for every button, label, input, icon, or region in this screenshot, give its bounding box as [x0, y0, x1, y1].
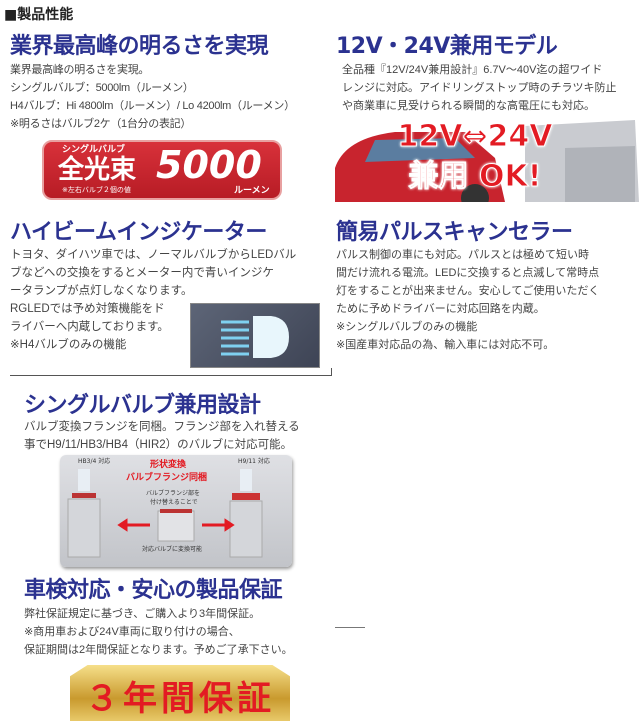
warranty-title: 車検対応・安心の製品保証	[24, 578, 283, 603]
badge-number: 5000	[156, 143, 262, 187]
bulbs-and-arrows-icon	[67, 469, 263, 558]
single-title: シングルバルブ兼用設計	[24, 393, 261, 418]
high-beam-icon	[221, 316, 289, 358]
badge-note: ※左右バルブ２個の値	[62, 186, 131, 194]
badge-small: シングルバルブ	[62, 145, 126, 155]
text-line: や商業車に見受けられる瞬間的な高電圧にも対応。	[342, 100, 595, 112]
right-label: H9/11 対応	[238, 458, 270, 465]
mid-label-2: 付け替えることで	[150, 499, 198, 506]
bulb-flange-image: HB3/4 対応 H9/11 対応 形状変換 バルブフランジ同梱 バルブフランジ…	[60, 455, 292, 567]
indicator-title: ハイビームインジケーター	[10, 220, 267, 245]
warranty-badge: ３年間保証	[70, 665, 290, 721]
brightness-title: 業界最高峰の明るさを実現	[10, 34, 269, 59]
text-line: ために予めドライバーに対応回路を内蔵。	[336, 303, 545, 315]
text-line: ※商用車および24V車両に取り付けの場合、	[24, 626, 240, 638]
voltage-title: 12V・24V兼用モデル	[336, 34, 558, 59]
red-label-1: 形状変換	[150, 460, 187, 470]
high-beam-indicator-image	[190, 303, 320, 368]
text-line: 全品種『12V/24V兼用設計』6.7V〜40V迄の超ワイド	[342, 64, 603, 76]
warranty-text: 弊社保証規定に基づき、ご購入より3年間保証。 ※商用車および24V車両に取り付け…	[24, 605, 293, 659]
text-line: 灯をすることが出来ません。安心してご使用いただく	[336, 285, 600, 297]
mid-label-1: バルブフランジ部を	[146, 490, 201, 497]
text-line: 業界最高峰の明るさを実現。	[10, 64, 150, 76]
divider	[335, 627, 365, 628]
badge-big: 全光束	[58, 155, 137, 185]
section-header: ■製品性能	[4, 7, 74, 23]
car-truck-illustration: 12V⇔24V 兼用 OK!	[335, 118, 639, 212]
text-line: バルブ変換フランジを同梱。フランジ部を入れ替える	[24, 421, 300, 433]
pulse-title: 簡易パルスキャンセラー	[336, 220, 573, 245]
text-line: RGLEDでは予め対策機能をド	[10, 303, 165, 315]
red-label-2: バルブフランジ同梱	[126, 473, 208, 483]
indicator-text: トヨタ、ダイハツ車では、ノーマルバルブからLEDバル ブなどへの交換をするとメー…	[10, 246, 296, 354]
text-line: H4バルブ：Hi 4800lm（ルーメン）/ Lo 4200lm（ルーメン）	[10, 100, 295, 112]
text-line: シングルバルブ：5000lm（ルーメン）	[10, 82, 194, 94]
pulse-text: パルス制御の車にも対応。パルスとは極めて短い時 間だけ流れる電流。LEDに交換す…	[336, 246, 599, 354]
voltage-overlay-1: 12V⇔24V	[397, 119, 553, 154]
text-line: ※明るさはバルブ2ケ（1台分の表記）	[10, 118, 192, 130]
text-line: ータランプが点灯しなくなります。	[10, 285, 193, 297]
text-line: 間だけ流れる電流。LEDに交換すると点滅して常時点	[336, 267, 600, 279]
voltage-text: 全品種『12V/24V兼用設計』6.7V〜40V迄の超ワイド レンジに対応。アイ…	[342, 61, 616, 115]
single-text: バルブ変換フランジを同梱。フランジ部を入れ替える 事でH9/11/HB3/HB4…	[24, 418, 300, 454]
text-line: 事でH9/11/HB3/HB4（HIR2）のバルブに対応可能。	[24, 439, 293, 451]
text-line: ※シングルバルブのみの機能	[336, 321, 478, 333]
text-line: ※国産車対応品の為、輸入車には対応不可。	[336, 339, 555, 351]
divider	[10, 375, 332, 376]
text-line: 保証期間は2年間保証となります。予めご了承下さい。	[24, 644, 293, 656]
text-line: ブなどへの交換をするとメーター内で青いインジケ	[10, 267, 274, 279]
vehicles-icon	[335, 120, 639, 212]
warranty-badge-text: ３年間保証	[85, 679, 275, 719]
lumen-badge: シングルバルブ 全光束 5000 ※左右バルブ２個の値 ルーメン	[42, 140, 282, 200]
left-label: HB3/4 対応	[78, 458, 111, 465]
text-line: パルス制御の車にも対応。パルスとは極めて短い時	[336, 249, 589, 261]
text-line: ※H4バルブのみの機能	[10, 339, 127, 351]
badge-unit: ルーメン	[234, 186, 270, 196]
voltage-overlay-2: 兼用 OK!	[408, 159, 542, 194]
brightness-text: 業界最高峰の明るさを実現。 シングルバルブ：5000lm（ルーメン） H4バルブ…	[10, 61, 295, 133]
text-line: トヨタ、ダイハツ車では、ノーマルバルブからLEDバル	[10, 249, 297, 261]
divider	[331, 368, 332, 376]
text-line: レンジに対応。アイドリングストップ時のチラツキ防止	[342, 82, 617, 94]
text-line: ライバーへ内蔵しております。	[10, 321, 169, 333]
bottom-label: 対応バルブに変換可能	[142, 546, 203, 553]
text-line: 弊社保証規定に基づき、ご購入より3年間保証。	[24, 608, 261, 620]
